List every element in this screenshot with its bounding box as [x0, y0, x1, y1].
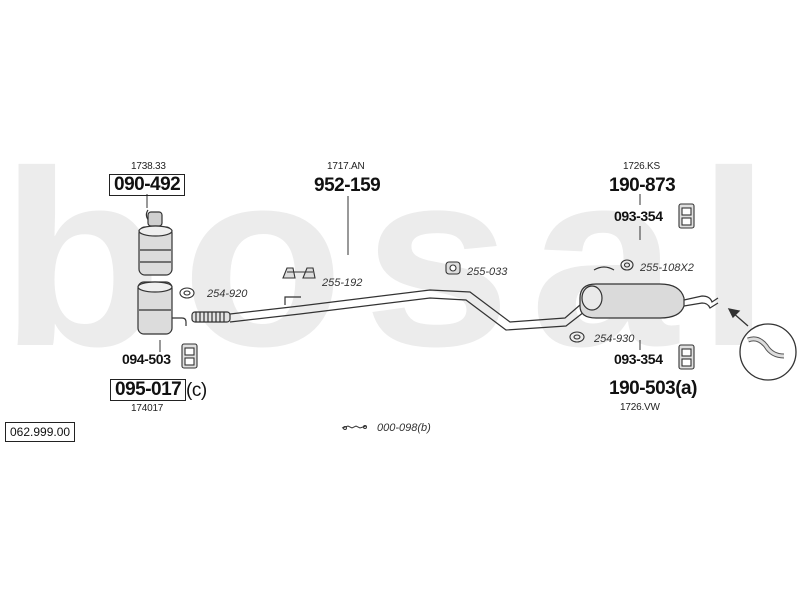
- filter-mount-number[interactable]: 094-503: [122, 351, 171, 367]
- kit-icon: [341, 425, 367, 430]
- rear-part-number-bottom[interactable]: 190-503(a): [609, 378, 697, 399]
- rear-label-bottom: 1726.VW: [620, 402, 660, 413]
- clamp-1-icon: [282, 267, 316, 279]
- filter-icon: [137, 281, 187, 335]
- gasket-1-icon: [179, 287, 195, 299]
- filter-part-suffix: (c): [186, 380, 207, 401]
- gasket-2-icon: [569, 331, 585, 343]
- clamp-1-number[interactable]: 255-192: [322, 277, 363, 289]
- filter-part-number[interactable]: 095-017: [110, 379, 187, 401]
- rear-part-number-top[interactable]: 190-873: [609, 175, 676, 196]
- rear-silencer-icon: [579, 266, 719, 319]
- gasket-1-number[interactable]: 254-920: [207, 288, 248, 300]
- clamp-2-number[interactable]: 255-033: [467, 266, 508, 278]
- clamp-2-icon: [445, 261, 461, 275]
- rubber-ring-number[interactable]: 255-108X2: [640, 262, 694, 274]
- watermark-logo: bosal: [0, 119, 790, 398]
- center-pipe-icon: [191, 289, 585, 331]
- kit-number[interactable]: 000-098(b): [377, 422, 431, 434]
- rear-mount-bottom-icon: [678, 344, 695, 370]
- catalyst-icon: [138, 209, 173, 276]
- filter-mount-icon: [181, 343, 198, 369]
- rear-mount-number-bottom[interactable]: 093-354: [614, 351, 663, 367]
- gasket-2-number[interactable]: 254-930: [594, 333, 635, 345]
- reference-number: 062.999.00: [5, 422, 76, 442]
- center-pipe-label: 1717.AN: [327, 161, 365, 172]
- rear-mount-top-icon: [678, 203, 695, 229]
- detail-callout-icon: [727, 308, 797, 381]
- leader-lines: [146, 194, 641, 352]
- rear-label-top: 1726.KS: [623, 161, 660, 172]
- catalyst-label: 1738.33: [131, 161, 166, 172]
- rear-mount-number-top[interactable]: 093-354: [614, 208, 663, 224]
- center-pipe-number[interactable]: 952-159: [314, 175, 381, 196]
- rubber-ring-icon: [620, 259, 634, 271]
- catalyst-part-number[interactable]: 090-492: [109, 174, 186, 196]
- filter-label: 174017: [131, 403, 164, 414]
